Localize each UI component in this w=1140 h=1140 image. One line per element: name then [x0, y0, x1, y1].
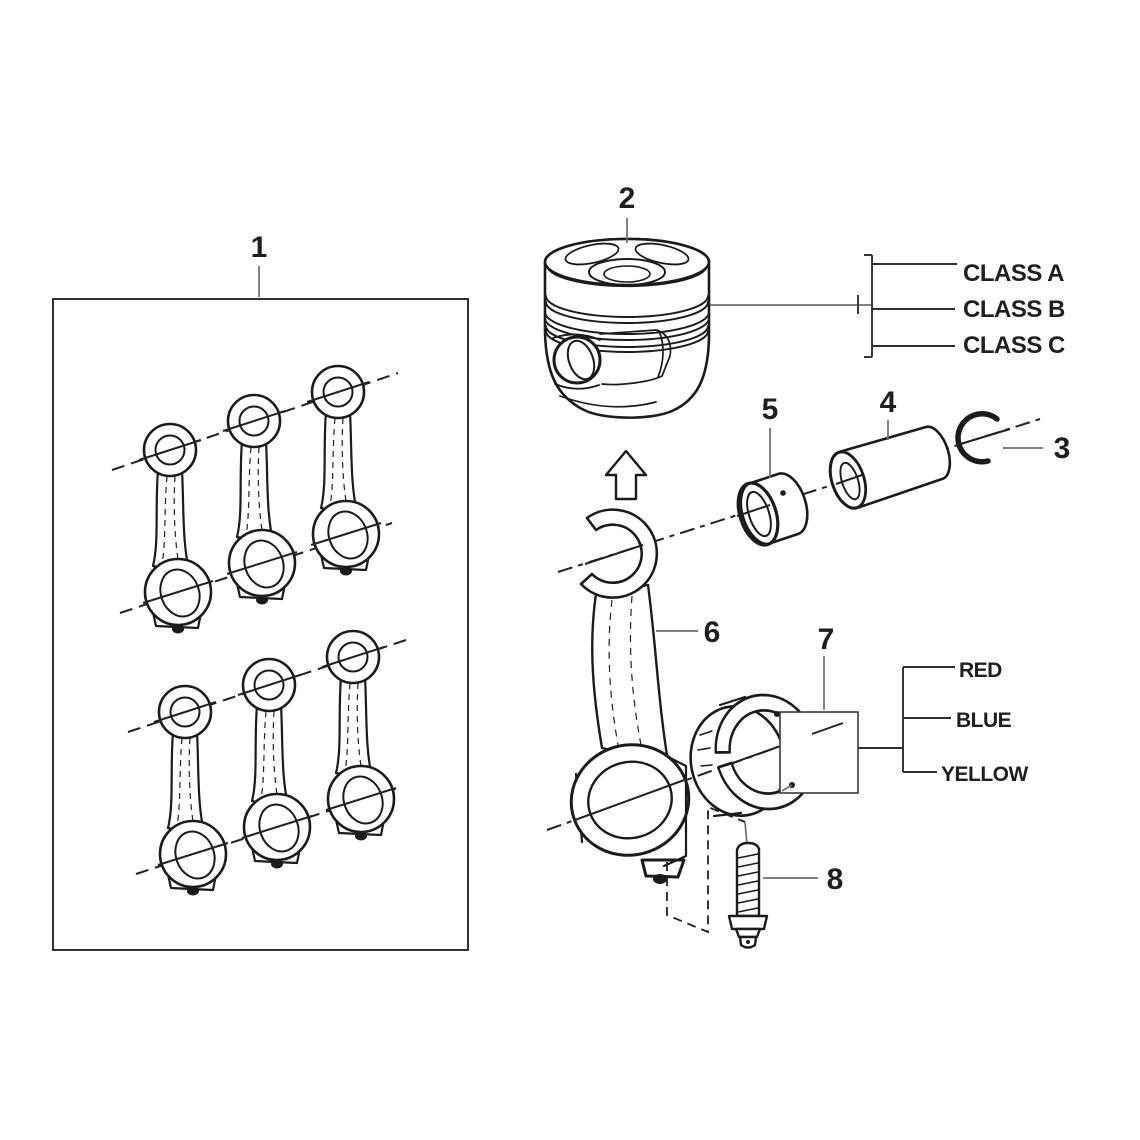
callout-1-number[interactable]: 1	[251, 231, 268, 264]
callout-3-number[interactable]: 3	[1054, 432, 1071, 465]
grade-red-label: RED	[959, 659, 1002, 682]
callout-2[interactable]: 2	[619, 182, 636, 243]
bolt-flange	[727, 914, 769, 931]
callout-3[interactable]: 3	[1003, 432, 1070, 465]
callout-5-number[interactable]: 5	[762, 393, 779, 426]
callout-4-number[interactable]: 4	[880, 386, 897, 419]
class-b-label: CLASS B	[963, 296, 1065, 323]
bearing-detail-box	[779, 711, 859, 794]
callout-6[interactable]: 6	[656, 616, 720, 649]
callout-5[interactable]: 5	[762, 393, 779, 478]
callout-8-number[interactable]: 8	[827, 863, 844, 896]
callout-7-number[interactable]: 7	[818, 623, 835, 656]
callout-6-number[interactable]: 6	[704, 616, 721, 649]
piston-crown	[543, 237, 711, 287]
bolt-shank	[735, 841, 761, 918]
callout-8[interactable]: 8	[763, 863, 843, 896]
piston-class-bracket: CLASS A CLASS B CLASS C	[710, 254, 1066, 359]
piston-group: 2	[543, 182, 711, 419]
small-end-axis	[584, 544, 644, 565]
class-a-label: CLASS A	[963, 260, 1064, 287]
callout-2-number[interactable]: 2	[619, 182, 636, 215]
bearing-grade-bracket: RED BLUE YELLOW	[858, 659, 1029, 786]
bearing-group: 7	[689, 623, 859, 818]
grade-yellow-label: YELLOW	[941, 763, 1029, 786]
piston-ring-grooves	[544, 295, 710, 353]
bolt-threads	[737, 853, 759, 913]
piston-pin-group: 4	[828, 386, 952, 510]
piston-interior	[559, 329, 672, 408]
connecting-rod-main: 6	[569, 449, 720, 884]
class-c-label: CLASS C	[963, 332, 1065, 359]
grade-blue-label: BLUE	[956, 709, 1012, 732]
rod-set-box	[52, 298, 469, 951]
snap-ring	[955, 411, 1000, 465]
snap-ring-group: 3	[955, 411, 1070, 465]
bolt-group: 8	[666, 805, 843, 949]
rod-set-group: 1	[52, 231, 469, 951]
callout-4[interactable]: 4	[880, 386, 897, 440]
rod-bore-axis-lines	[138, 381, 397, 866]
callout-1[interactable]: 1	[251, 231, 268, 297]
big-end-axis	[574, 778, 688, 821]
bushing-group: 5	[736, 393, 809, 547]
piston-pin-boss	[552, 333, 602, 390]
up-arrow-icon	[604, 449, 648, 501]
rod-small-end	[579, 508, 659, 599]
callout-7[interactable]: 7	[818, 623, 835, 710]
bolt-position-outline	[666, 805, 746, 934]
